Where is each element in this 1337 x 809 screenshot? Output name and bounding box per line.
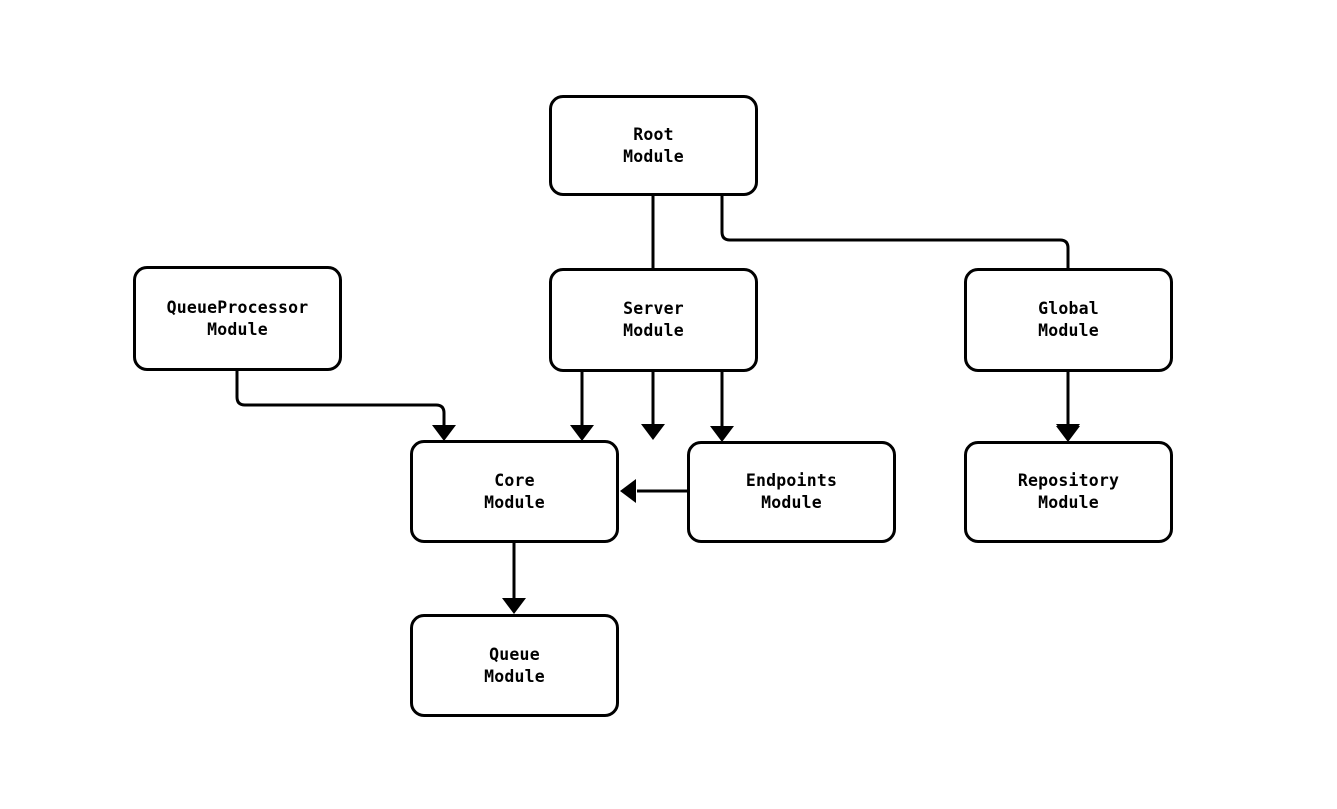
node-global-module[interactable]: Global Module	[964, 268, 1173, 372]
node-queueprocessor-module-line1: QueueProcessor	[166, 297, 309, 317]
node-endpoints-module-line2: Module	[761, 493, 822, 512]
node-server-module[interactable]: Server Module	[549, 268, 758, 372]
node-core-module[interactable]: Core Module	[410, 440, 619, 543]
node-root-module-line2: Module	[623, 146, 684, 166]
node-root-module[interactable]: Root Module	[549, 95, 758, 196]
node-endpoints-module[interactable]: Endpoints Module	[687, 441, 896, 543]
node-global-module-line1: Global	[1038, 299, 1099, 318]
edge-queueprocessor-core	[235, 371, 456, 441]
node-repository-module-line2: Module	[1038, 493, 1099, 512]
edge-endpoints-core	[620, 479, 687, 503]
node-repository-module-line1: Repository	[1017, 471, 1120, 490]
node-core-module-line1: Core	[494, 470, 535, 490]
node-queue-module[interactable]: Queue Module	[410, 614, 619, 717]
node-endpoints-module-line1: Endpoints	[745, 471, 838, 490]
edge-core-queue	[502, 543, 526, 614]
edge-global-repository	[1056, 372, 1080, 442]
node-queueprocessor-module-line2: Module	[207, 319, 268, 339]
node-root-module-line1: Root	[633, 124, 674, 144]
node-server-module-line1: Server	[623, 299, 684, 318]
node-core-module-line2: Module	[484, 492, 545, 512]
node-queue-module-line2: Module	[484, 666, 545, 686]
node-global-module-line2: Module	[1038, 321, 1099, 340]
node-repository-module[interactable]: Repository Module	[964, 441, 1173, 543]
node-queueprocessor-module[interactable]: QueueProcessor Module	[133, 266, 342, 371]
node-queue-module-line1: Queue	[489, 644, 540, 664]
node-server-module-line2: Module	[623, 321, 684, 340]
edge-server-endpoints	[710, 372, 734, 442]
edge-server-core	[570, 372, 594, 441]
